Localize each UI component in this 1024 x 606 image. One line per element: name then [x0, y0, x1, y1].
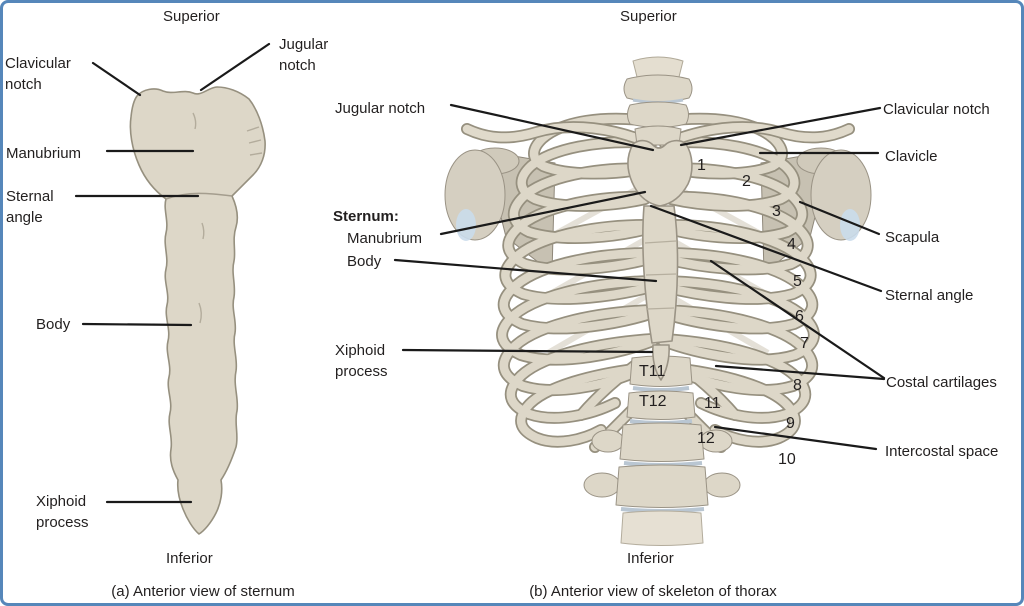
panel-b-intercostal-space-label: Intercostal space: [885, 443, 999, 460]
panel-a-body-label: Body: [36, 316, 71, 333]
rib-number-5: 5: [793, 273, 802, 290]
panel-b-clavicular-notch-label: Clavicular notch: [883, 101, 990, 118]
sternum-b-shapes: [627, 139, 693, 381]
rib-number-1: 1: [697, 157, 706, 174]
thorax-illustration: [444, 56, 872, 546]
panel-a-sternal-angle-label: Sternal angle: [6, 188, 54, 227]
rib-number-8: 8: [793, 377, 802, 394]
leader-lines: [74, 42, 886, 504]
panel-a-caption: (a) Anterior view of sternum: [111, 583, 295, 600]
panel-b-sternum-heading: Sternum:: [333, 208, 399, 225]
rib-number-9: 9: [786, 415, 795, 432]
rib-number-11: 11: [704, 395, 721, 412]
vertebra-label-t11: T11: [639, 363, 666, 380]
panel-a-manubrium-label: Manubrium: [6, 145, 82, 162]
scapula-left-shape: [444, 147, 556, 274]
panel-b-costal-cartilages-label: Costal cartilages: [886, 374, 997, 391]
panel-a-xiphoid-label: Xiphoid process: [36, 493, 89, 532]
lower-spine-shapes: [583, 355, 741, 546]
panel-b-xiphoid-label: Xiphoid process: [335, 342, 388, 381]
cervical-vertebrae-shapes: [623, 56, 693, 146]
panel-b-body-label: Body: [347, 253, 382, 270]
panel-b-clavicle-label: Clavicle: [885, 148, 938, 165]
manubrium-b-shape: [627, 139, 693, 207]
panel-a-superior-label: Superior: [163, 8, 220, 25]
panel-a-jugular-notch-label: Jugular notch: [279, 36, 329, 75]
vertebra-label-t12: T12: [639, 393, 667, 410]
manubrium-ridge-marks: [192, 112, 263, 324]
rib-number-12: 12: [697, 430, 715, 447]
rib-number-2: 2: [742, 173, 751, 190]
panel-b-sternal-angle-label: Sternal angle: [885, 287, 974, 304]
rib-number-7: 7: [800, 335, 809, 352]
panel-b-scapula-label: Scapula: [885, 229, 940, 246]
rib-number-6: 6: [795, 308, 804, 325]
rib-number-3: 3: [772, 203, 781, 220]
panel-b-superior-label: Superior: [620, 8, 677, 25]
sternum-outline-shape: [129, 86, 266, 535]
panel-b-caption: (b) Anterior view of skeleton of thorax: [529, 583, 777, 600]
panel-b-manubrium-label: Manubrium: [347, 230, 423, 247]
panel-b-jugular-notch-label: Jugular notch: [335, 100, 426, 117]
figure-artwork: [74, 42, 886, 546]
rib-number-4: 4: [787, 236, 796, 253]
panel-a-inferior-label: Inferior: [166, 550, 213, 567]
sternum-illustration: [129, 86, 266, 535]
panel-a-clavicular-notch-label: Clavicular notch: [5, 55, 71, 94]
xiphoid-b-shape: [652, 344, 670, 381]
rib-number-10: 10: [778, 451, 796, 468]
panel-b-inferior-label: Inferior: [627, 550, 674, 567]
